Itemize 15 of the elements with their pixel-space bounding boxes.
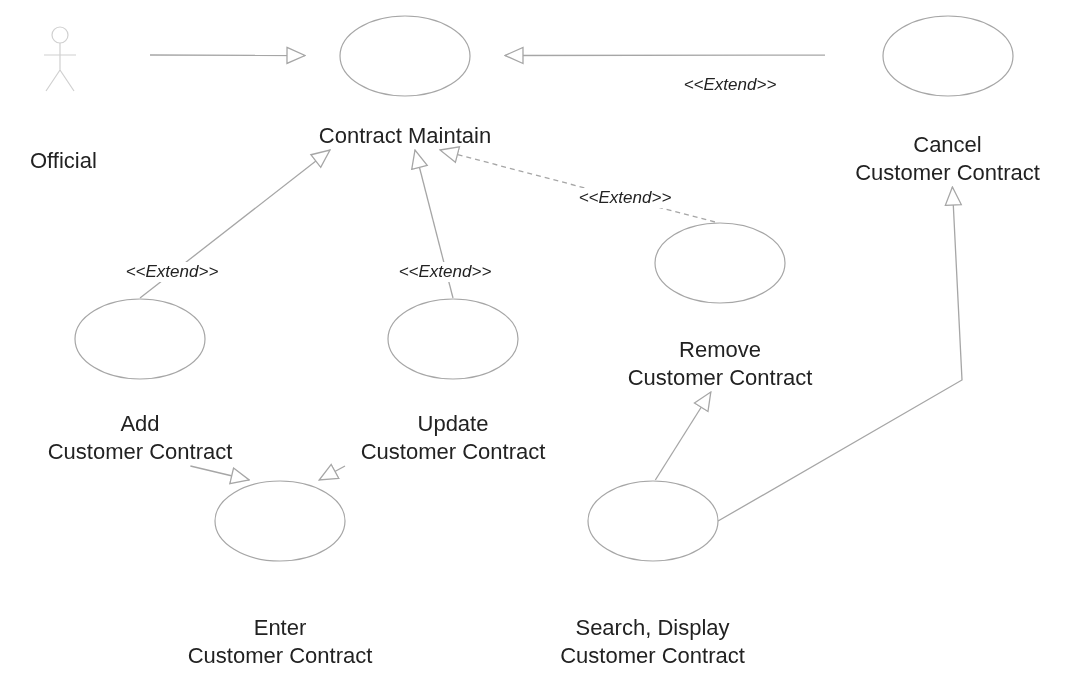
use-case-label: Add Customer Contract	[47, 410, 233, 466]
actor-label: Official	[30, 147, 97, 175]
arrow	[189, 465, 250, 485]
arrow	[504, 46, 826, 65]
arrow	[318, 463, 346, 481]
arrow	[717, 186, 963, 522]
arrow	[149, 46, 306, 65]
use-case-label: Remove Customer Contract	[627, 336, 813, 392]
use-case-label: Enter Customer Contract	[187, 614, 373, 670]
use-case-label: Cancel Customer Contract	[855, 131, 1040, 187]
arrow	[411, 149, 454, 299]
use-case-label: Search, Display Customer Contract	[560, 614, 745, 670]
use-case-label: Contract Maintain	[318, 122, 492, 150]
arrow	[654, 391, 712, 481]
use-case-label: Update Customer Contract	[360, 410, 546, 466]
